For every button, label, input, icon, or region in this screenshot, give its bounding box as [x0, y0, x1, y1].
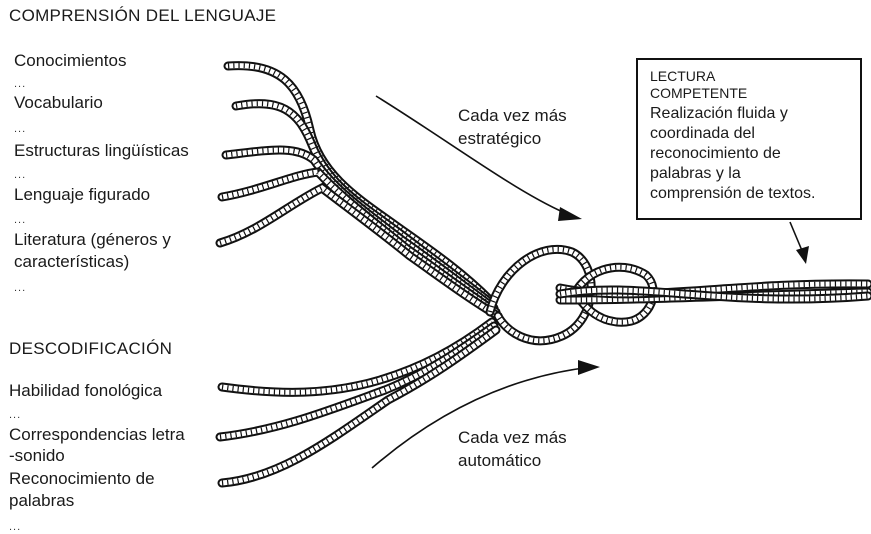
comprehension-item-literature-cont: características) [14, 252, 130, 271]
dec-strand-1-fill [219, 319, 495, 395]
comprehension-item-knowledge: Conocimientos [14, 51, 127, 70]
decoding-heading: DESCODIFICACIÓN [9, 339, 173, 358]
comp-strand-5-fill [217, 185, 501, 319]
automatic-caption-line2: automático [458, 451, 542, 470]
strategic-caption-line1: Cada vez más [458, 106, 567, 125]
ellipsis: ... [14, 169, 27, 181]
ellipsis: ... [14, 78, 27, 90]
automatic-caption-line1: Cada vez más [458, 428, 567, 447]
ellipsis: ... [9, 521, 22, 533]
callout-body-line: comprensión de textos. [650, 185, 816, 202]
comprehension-item-structures: Estructuras lingüísticas [14, 141, 189, 160]
dec-strand-2-twist [219, 323, 496, 440]
decoding-item-word-recognition: Reconocimiento de [9, 469, 155, 488]
ellipsis: ... [14, 282, 27, 294]
strategic-caption-line2: estratégico [458, 129, 542, 148]
automatic-arrowhead [578, 360, 600, 375]
comprehension-item-figurative: Lenguaje figurado [14, 185, 151, 204]
comprehension-heading: COMPRENSIÓN DEL LENGUAJE [9, 6, 277, 25]
callout-pointer [789, 221, 809, 264]
comprehension-item-vocabulary: Vocabulario [14, 93, 103, 112]
decoding-item-correspondences: Correspondencias letra [9, 425, 185, 444]
strategic-arrow [375, 95, 582, 221]
skilled-reading-callout: LECTURA COMPETENTE Realización fluida y … [636, 58, 862, 220]
decoding-item-correspondences-cont: -sonido [9, 446, 65, 465]
callout-title-line1: LECTURA [650, 68, 716, 84]
callout-body-line: Realización fluida y [650, 105, 788, 122]
callout-body-line: reconocimiento de [650, 145, 781, 162]
ellipsis: ... [9, 409, 22, 421]
callout-title-line2: COMPETENTE [650, 85, 748, 101]
callout-body-line: coordinada del [650, 125, 755, 142]
rope-strands [215, 61, 871, 488]
comprehension-item-literature: Literatura (géneros y [14, 230, 171, 249]
strategic-arrowhead [558, 207, 582, 221]
callout-body-line: palabras y la [650, 165, 741, 182]
decoding-item-word-recognition-cont: palabras [9, 491, 75, 510]
decoding-item-phonological: Habilidad fonológica [9, 381, 163, 400]
dec-strand-3-twist [221, 327, 498, 486]
ellipsis: ... [14, 123, 27, 135]
ellipsis: ... [14, 214, 27, 226]
loop-strand-1-twist [487, 246, 594, 344]
automatic-arrow [371, 360, 600, 469]
main-strand-3-twist [559, 287, 869, 302]
main-strand-1-twist [559, 289, 869, 303]
callout-body: Realización fluida y coordinada del reco… [650, 104, 815, 204]
